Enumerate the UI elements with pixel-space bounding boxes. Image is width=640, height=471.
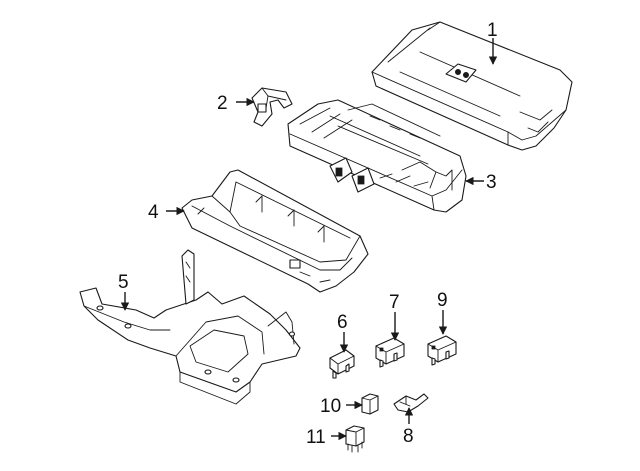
part-9-fuse bbox=[427, 335, 457, 366]
leader-lines bbox=[120, 38, 498, 441]
callout-1: 1 bbox=[487, 20, 498, 41]
part-3-fuse-box bbox=[287, 99, 467, 213]
part-6-fuse bbox=[329, 349, 355, 379]
cover-latch bbox=[445, 63, 477, 83]
callout-11: 11 bbox=[306, 427, 326, 448]
part-2-clip bbox=[251, 87, 293, 127]
part-7-fuse bbox=[375, 337, 405, 368]
callout-8: 8 bbox=[403, 426, 414, 447]
callout-10: 10 bbox=[320, 396, 341, 417]
callout-labels: 1 2 3 4 5 6 7 8 9 10 11 bbox=[118, 20, 498, 448]
callout-9: 9 bbox=[437, 290, 448, 311]
callout-6: 6 bbox=[337, 312, 348, 333]
callout-2: 2 bbox=[217, 93, 228, 114]
part-11-relay bbox=[345, 425, 365, 453]
callout-3: 3 bbox=[486, 172, 497, 193]
callout-7: 7 bbox=[389, 292, 400, 313]
part-10-relay bbox=[361, 393, 379, 415]
callout-4: 4 bbox=[148, 202, 159, 223]
part-8-mini-fuse bbox=[393, 393, 429, 413]
callout-5: 5 bbox=[118, 272, 129, 293]
part-4-tray bbox=[181, 169, 369, 293]
part-5-bracket bbox=[79, 249, 301, 405]
part-1-cover bbox=[371, 21, 573, 151]
